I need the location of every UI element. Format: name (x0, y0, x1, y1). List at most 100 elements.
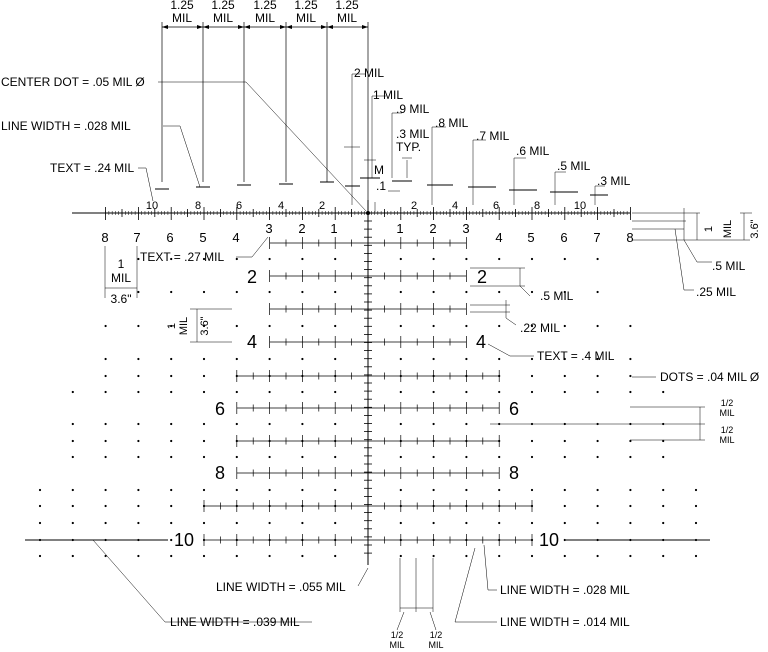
holdover-dot (137, 439, 140, 443)
holdover-dot (202, 521, 206, 525)
holdover-dot (530, 521, 534, 525)
stadia-label-4-left: 4 (247, 332, 257, 352)
holdover-dot (202, 422, 206, 426)
dim-2-mil: 2 MIL (354, 66, 384, 80)
holdover-dot (399, 439, 402, 443)
holdover-dot (268, 439, 271, 443)
right-dim-p5: .5 MIL (712, 259, 746, 273)
holdover-dot (596, 324, 599, 328)
main-scale-label: 4 (232, 230, 239, 245)
holdover-dot (235, 554, 238, 558)
holdover-dot (170, 504, 173, 508)
holdover-dot (334, 257, 337, 261)
stadia-label-4-right: 4 (476, 332, 486, 352)
holdover-dot (432, 290, 435, 294)
holdover-dot (530, 439, 534, 443)
holdover-dot (104, 521, 107, 525)
text-top-label: TEXT = .24 MIL (50, 161, 134, 175)
holdover-dot (268, 422, 271, 426)
holdover-dot (38, 504, 42, 508)
holdover-dot (596, 455, 599, 459)
stadia-label-10-left: 10 (174, 530, 194, 550)
holdover-dot (137, 422, 140, 426)
lw-028-label: LINE WIDTH = .028 MIL (500, 583, 630, 597)
holdover-dot (334, 488, 337, 492)
block-dim-1: 1 (166, 323, 178, 329)
holdover-dot (399, 374, 402, 378)
holdover-dot (399, 422, 402, 426)
holdover-dot (563, 439, 566, 443)
half-a: 1/2 (721, 398, 734, 408)
holdover-dot (629, 488, 632, 492)
spacing-label-1-value: 1.25 (170, 0, 194, 12)
dim-p6: .6 MIL (516, 144, 550, 158)
block-dimension: 1 MIL 3.6" (166, 308, 232, 343)
holdover-dot (137, 554, 140, 558)
holdover-dot (268, 554, 271, 558)
holdover-dot (301, 357, 304, 361)
half-b-mil: MIL (719, 435, 734, 445)
upper-scale-label: 8 (534, 200, 540, 212)
holdover-dot (465, 554, 468, 558)
left-dim-mil: MIL (111, 271, 131, 285)
holdover-dot (465, 422, 468, 426)
right-dim-mil: MIL (722, 220, 734, 238)
upper-scale-label: 2 (319, 200, 325, 212)
holdover-dot (563, 504, 566, 508)
holdover-dot (202, 357, 206, 361)
holdover-dot (530, 324, 534, 328)
holdover-dot (71, 422, 74, 426)
holdover-dot (104, 455, 107, 459)
holdover-dot (629, 455, 632, 459)
holdover-dot (596, 439, 599, 443)
holdover-dot (465, 257, 468, 261)
holdover-dot (170, 324, 173, 328)
holdover-dot (170, 422, 173, 426)
holdover-dot (268, 290, 271, 294)
upper-scale-label: 10 (146, 200, 158, 212)
holdover-dot (399, 324, 402, 328)
right-dim-p25: .25 MIL (696, 285, 736, 299)
holdover-dot (629, 374, 632, 378)
holdover-dot (268, 390, 271, 394)
holdover-dot (465, 324, 468, 328)
left-dim-1: 1 (118, 257, 125, 271)
spacing-label-4-unit: MIL (296, 11, 316, 25)
upper-scale-label: 2 (411, 200, 417, 212)
holdover-dot (629, 390, 632, 394)
holdover-dot (432, 357, 435, 361)
holdover-dot (662, 554, 665, 558)
holdover-dot (530, 504, 534, 508)
dim-m: M (374, 163, 384, 177)
holdover-dot (530, 257, 534, 261)
left-dim-36: 3.6" (111, 292, 132, 306)
main-scale-label: 5 (199, 230, 206, 245)
holdover-dot (301, 390, 304, 394)
holdover-dot (563, 554, 566, 558)
holdover-dot (498, 504, 501, 508)
holdover-dot (530, 357, 534, 361)
holdover-dot (399, 357, 402, 361)
holdover-dot (301, 504, 304, 508)
holdover-dot (399, 257, 402, 261)
holdover-dot (629, 439, 632, 443)
holdover-dot (170, 488, 173, 492)
holdover-dot (334, 538, 337, 542)
holdover-dot (530, 455, 534, 459)
bar-dim-p22: .22 MIL (520, 321, 560, 335)
holdover-dot (530, 390, 534, 394)
holdover-dot (399, 455, 402, 459)
bot-half-a: 1/2 (391, 630, 404, 640)
holdover-dot (662, 488, 665, 492)
holdover-dot (629, 357, 632, 361)
holdover-dot (137, 257, 140, 261)
holdover-dot (432, 324, 435, 328)
dim-p5: .5 MIL (557, 159, 591, 173)
holdover-dot (170, 439, 173, 443)
holdover-dot (498, 521, 501, 525)
holdover-dot (596, 521, 599, 525)
holdover-dot (104, 422, 107, 426)
holdover-dot (563, 455, 566, 459)
holdover-dot (334, 290, 337, 294)
half-a-mil: MIL (719, 408, 734, 418)
